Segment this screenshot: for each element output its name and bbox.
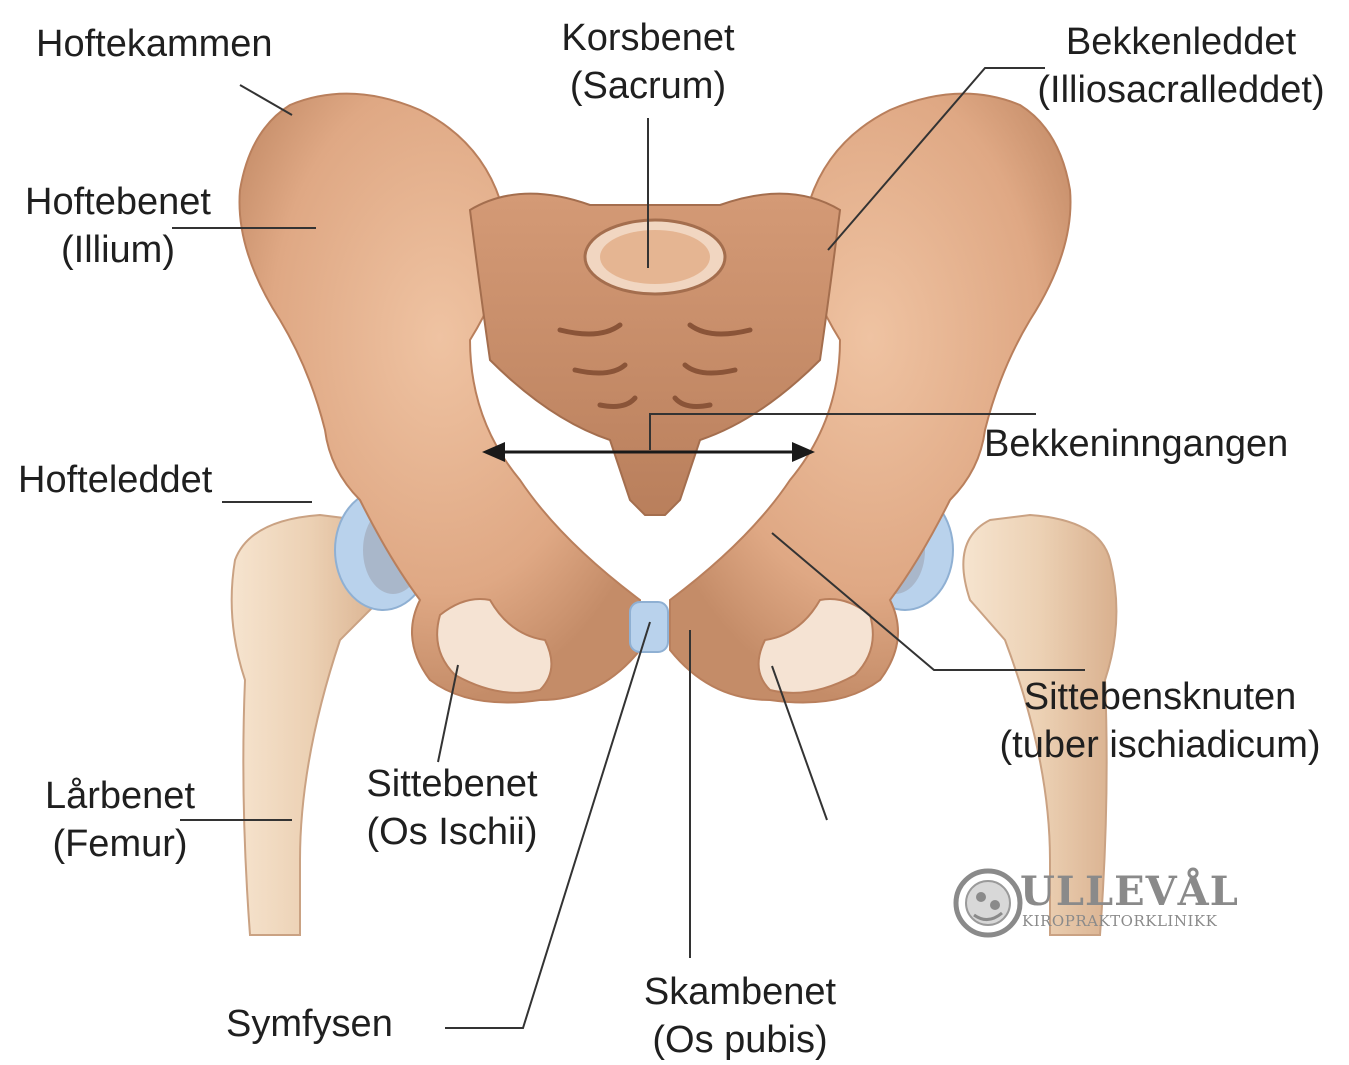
logo-subtitle: KIROPRAKTORKLINIKK: [1022, 912, 1217, 930]
label-larbenet-name: Lårbenet: [30, 772, 210, 820]
label-hoftebenet: Hoftebenet (Illium): [8, 178, 228, 274]
label-korsbenet-name: Korsbenet: [528, 14, 768, 62]
label-sittebenet-name: Sittebenet: [342, 760, 562, 808]
label-hofteleddet: Hofteleddet: [18, 456, 212, 504]
label-skambenet-name: Skambenet: [620, 968, 860, 1016]
label-sittebensknuten: Sittebensknuten (tuber ischiadicum): [975, 673, 1345, 769]
label-sittebensknuten-latin: (tuber ischiadicum): [975, 721, 1345, 769]
label-sittebenet-latin: (Os Ischii): [342, 808, 562, 856]
label-symfysen: Symfysen: [226, 1000, 393, 1048]
label-sittebenet: Sittebenet (Os Ischii): [342, 760, 562, 856]
label-hoftebenet-name: Hoftebenet: [8, 178, 228, 226]
label-korsbenet-latin: (Sacrum): [528, 62, 768, 110]
label-hoftebenet-latin: (Illium): [8, 226, 228, 274]
leader-hoftekammen: [240, 85, 292, 115]
label-skambenet-latin: (Os pubis): [620, 1016, 860, 1064]
label-hoftekammen: Hoftekammen: [36, 20, 273, 68]
label-skambenet: Skambenet (Os pubis): [620, 968, 860, 1064]
label-bekkeninngangen: Bekkeninngangen: [984, 420, 1288, 468]
label-bekkenleddet: Bekkenleddet (Illiosacralleddet): [1016, 18, 1346, 114]
label-bekkenleddet-name: Bekkenleddet: [1016, 18, 1346, 66]
sacrum: [470, 194, 840, 515]
label-sittebensknuten-name: Sittebensknuten: [975, 673, 1345, 721]
label-korsbenet: Korsbenet (Sacrum): [528, 14, 768, 110]
label-bekkenleddet-latin: (Illiosacralleddet): [1016, 66, 1346, 114]
logo-name: ULLEVÅL: [1020, 872, 1239, 912]
label-larbenet: Lårbenet (Femur): [30, 772, 210, 868]
label-larbenet-latin: (Femur): [30, 820, 210, 868]
ullevaal-logo-icon: [956, 871, 1020, 935]
